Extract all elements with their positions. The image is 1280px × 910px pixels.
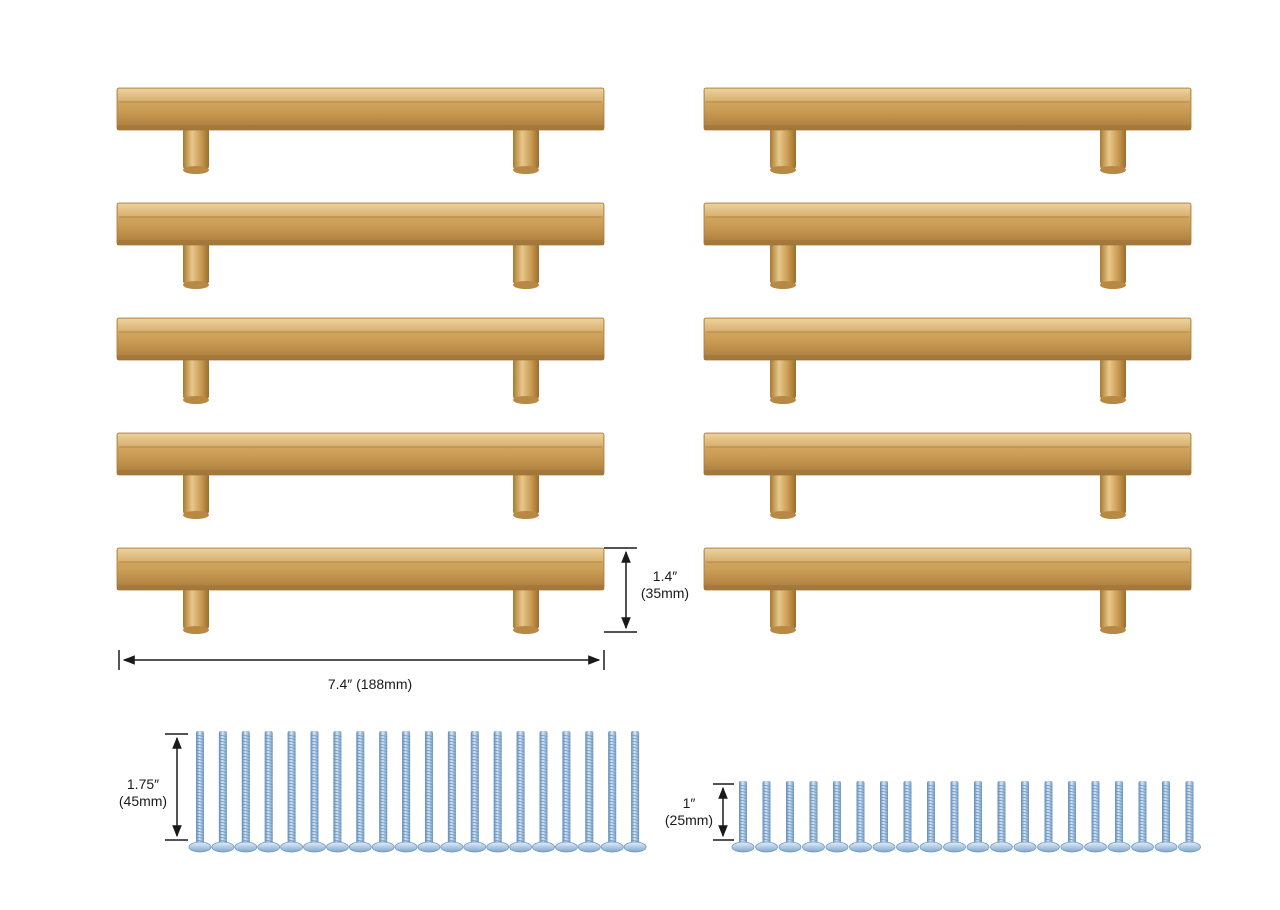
handle-post <box>770 239 796 285</box>
screw <box>1084 781 1107 853</box>
screw <box>825 781 849 853</box>
screw <box>463 731 487 853</box>
cabinet-handle <box>116 547 605 634</box>
screw <box>234 731 258 853</box>
handle-post <box>1100 124 1126 170</box>
screw <box>1131 781 1154 853</box>
short-screw-inch: 1″ <box>682 795 696 811</box>
screw <box>555 731 578 853</box>
screw <box>990 781 1013 853</box>
cabinet-handle <box>703 87 1192 174</box>
screw <box>1013 781 1037 853</box>
screw <box>802 781 825 853</box>
screw <box>325 731 349 853</box>
cabinet-handle <box>116 202 605 289</box>
screw <box>348 731 372 853</box>
screw <box>303 731 326 853</box>
screw <box>623 731 647 853</box>
screw <box>486 731 510 853</box>
cabinet-handle <box>116 87 605 174</box>
handle-post <box>183 354 209 400</box>
screw <box>188 731 212 853</box>
screw <box>755 781 778 853</box>
screw <box>778 781 802 853</box>
short-screws-row <box>731 781 1201 853</box>
screw <box>1060 781 1084 853</box>
cabinet-handles-grid <box>116 87 1192 634</box>
screw <box>1178 781 1201 853</box>
handle-post <box>513 239 539 285</box>
handle-post <box>513 584 539 630</box>
screw <box>371 731 395 853</box>
handle-post <box>183 124 209 170</box>
screw <box>417 731 441 853</box>
handle-post <box>1100 584 1126 630</box>
handle-post <box>1100 354 1126 400</box>
screw <box>509 731 532 853</box>
cabinet-handle <box>703 202 1192 289</box>
screw <box>731 781 755 853</box>
height-inch: 1.4″ <box>652 568 678 584</box>
short-screw-mm: (25mm) <box>664 812 714 828</box>
handle-post <box>770 584 796 630</box>
handle-post <box>770 469 796 515</box>
cabinet-handle <box>116 317 605 404</box>
screw <box>280 731 304 853</box>
long-screw-mm: (45mm) <box>118 793 168 809</box>
screw <box>1154 781 1178 853</box>
screw <box>849 781 872 853</box>
screw <box>943 781 966 853</box>
handle-post <box>770 124 796 170</box>
screw <box>872 781 896 853</box>
long-screw-inch: 1.75″ <box>126 776 160 792</box>
long-screws-row <box>188 731 647 853</box>
handle-post <box>770 354 796 400</box>
screw <box>577 731 601 853</box>
screw <box>966 781 990 853</box>
height-mm: (35mm) <box>640 585 690 601</box>
screw <box>919 781 943 853</box>
cabinet-handle <box>116 432 605 519</box>
handle-post <box>183 239 209 285</box>
handle-post <box>1100 239 1126 285</box>
short-screw-dimension-line <box>713 783 734 841</box>
long-screw-dimension-line <box>165 733 188 841</box>
short-screw-label: 1″ (25mm) <box>656 795 722 829</box>
handle-post <box>513 469 539 515</box>
screw <box>600 731 624 853</box>
screw <box>532 731 555 853</box>
screw <box>211 731 235 853</box>
handle-post <box>1100 469 1126 515</box>
height-label: 1.4″ (35mm) <box>632 568 698 602</box>
handle-post <box>513 354 539 400</box>
height-dimension-line <box>604 547 637 633</box>
cabinet-handle <box>703 317 1192 404</box>
cabinet-handle <box>703 547 1192 634</box>
long-screw-label: 1.75″ (45mm) <box>110 776 176 810</box>
screw <box>394 731 418 853</box>
screw <box>257 731 281 853</box>
handle-post <box>513 124 539 170</box>
length-dimension-line <box>118 650 605 670</box>
length-label: 7.4″ (188mm) <box>300 676 440 693</box>
screw <box>1107 781 1131 853</box>
length-text: 7.4″ (188mm) <box>327 676 413 692</box>
screw <box>440 731 464 853</box>
handle-post <box>183 584 209 630</box>
screw <box>896 781 919 853</box>
handle-post <box>183 469 209 515</box>
cabinet-handle <box>703 432 1192 519</box>
screw <box>1037 781 1060 853</box>
